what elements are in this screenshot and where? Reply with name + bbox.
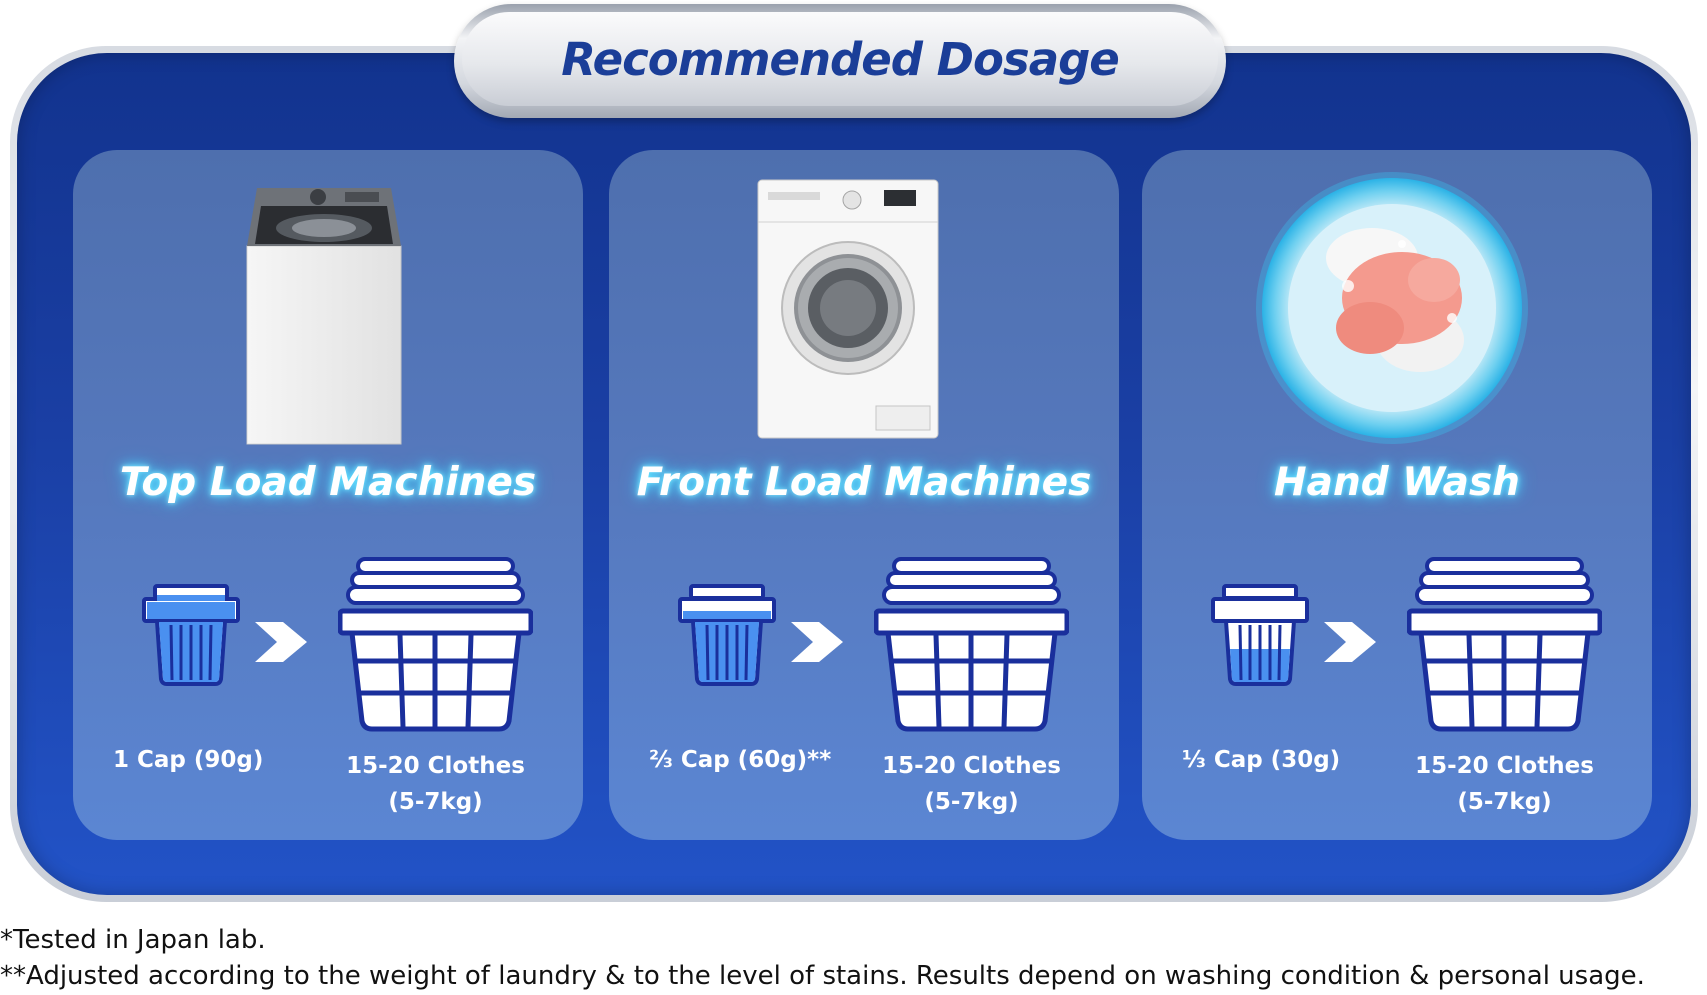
title-banner: Recommended Dosage [454,4,1226,118]
clothes-weight: (5-7kg) [388,789,483,815]
clothes-count: 15-20 Clothes [1415,753,1594,779]
cap-amount-label: 1 Cap (90g) [113,747,264,773]
hand-wash-basin-image [1256,172,1528,444]
clothes-weight: (5-7kg) [924,789,1019,815]
page-title: Recommended Dosage [561,32,1120,86]
arrow-right-icon [255,622,307,662]
card-title-top-load: Top Load Machines [119,460,537,505]
arrow-right-icon [791,622,843,662]
clothes-amount-label: 15-20 Clothes (5-7kg) [864,748,1079,820]
footnote-adjusted: **Adjusted according to the weight of la… [0,961,1645,991]
footnote-tested: *Tested in Japan lab. [0,925,266,955]
laundry-basket-icon [338,557,533,732]
front-load-washer-image [757,179,939,439]
cap-amount-label: ⅔ Cap (60g)** [649,747,832,773]
dosage-cap-icon-one-third [1211,584,1309,686]
clothes-count: 15-20 Clothes [346,753,525,779]
laundry-basket-icon [874,557,1069,732]
card-title-front-load: Front Load Machines [636,460,1092,505]
card-top-load: Top Load Machines 1 Cap (90g) 15-20 Clot… [73,150,583,840]
title-banner-inner: Recommended Dosage [462,12,1218,106]
clothes-amount-label: 15-20 Clothes (5-7kg) [328,748,543,820]
laundry-basket-icon [1407,557,1602,732]
arrow-right-icon [1324,622,1376,662]
top-load-washer-image [246,188,402,445]
clothes-weight: (5-7kg) [1457,789,1552,815]
dosage-cap-icon-full [142,584,240,686]
card-title-hand-wash: Hand Wash [1274,460,1520,505]
clothes-count: 15-20 Clothes [882,753,1061,779]
card-hand-wash: Hand Wash ⅓ Cap (30g) 15-20 Clothes (5-7… [1142,150,1652,840]
clothes-amount-label: 15-20 Clothes (5-7kg) [1397,748,1612,820]
card-front-load: Front Load Machines ⅔ Cap (60g)** 15-20 … [609,150,1119,840]
cap-amount-label: ⅓ Cap (30g) [1182,747,1341,773]
dosage-cap-icon-two-thirds [678,584,776,686]
